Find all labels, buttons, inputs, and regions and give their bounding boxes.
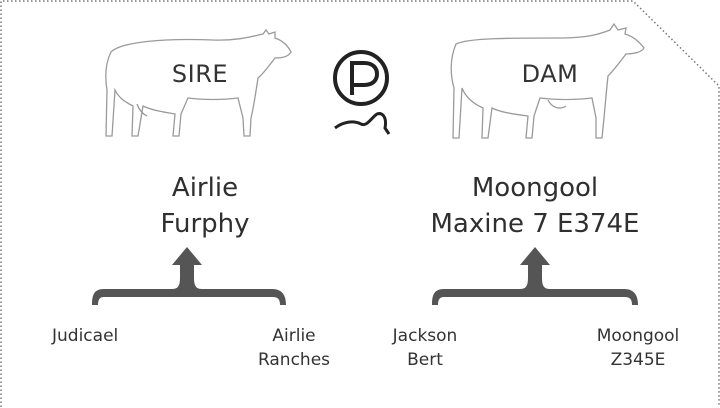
sire-parent-right-line-1: Airlie <box>272 326 316 346</box>
dam-name-line-2: Maxine 7 E374E <box>430 209 640 239</box>
dam-cow-icon <box>450 22 645 139</box>
dam-parent-left-line-2: Bert <box>407 350 443 370</box>
dam-name: Moongool Maxine 7 E374E <box>410 170 660 242</box>
dam-parent-left-line-1: Jackson <box>392 326 458 346</box>
sire-name: Airlie Furphy <box>110 170 300 242</box>
sire-label: SIRE <box>171 60 229 88</box>
dam-parent-right: Moongool Z345E <box>588 324 688 372</box>
sire-parent-left: Judicael <box>52 324 118 348</box>
sire-lineage-arrow-icon <box>92 247 286 305</box>
dam-lineage-arrow-icon <box>432 247 638 305</box>
dam-name-line-1: Moongool <box>471 173 599 203</box>
dam-parent-left: Jackson Bert <box>385 324 465 372</box>
sire-parent-right-line-2: Ranches <box>257 350 331 370</box>
sire-name-line-2: Furphy <box>160 209 250 239</box>
sire-name-line-1: Airlie <box>171 173 239 203</box>
dam-parent-right-line-1: Moongool <box>596 326 680 346</box>
sire-parent-right: Airlie Ranches <box>254 324 334 372</box>
p-rope-logo-icon <box>333 50 391 135</box>
dam-label: DAM <box>521 60 579 88</box>
dam-parent-right-line-2: Z345E <box>610 350 666 370</box>
sire-parent-left-line-1: Judicael <box>52 326 119 346</box>
sire-cow-icon <box>105 28 292 137</box>
